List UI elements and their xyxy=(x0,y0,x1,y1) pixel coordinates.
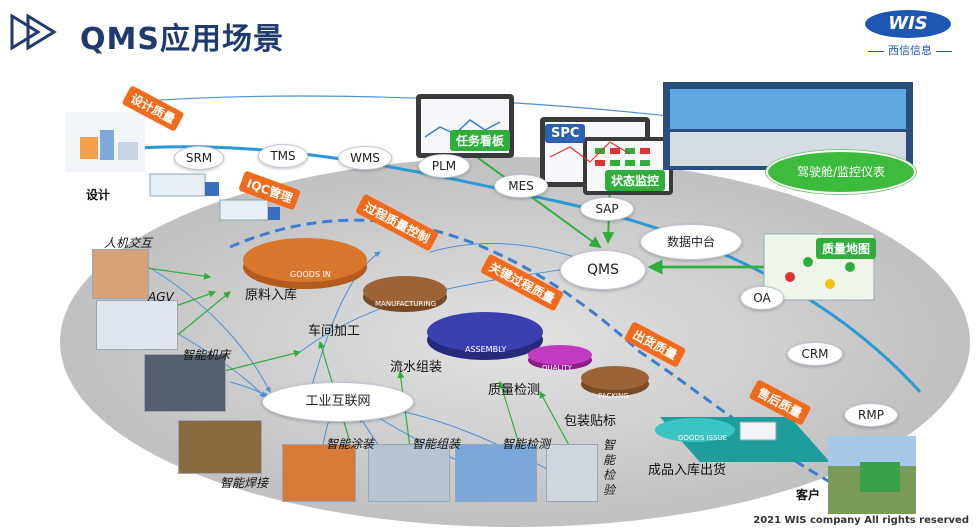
smart-assembly-image xyxy=(368,444,450,502)
tag-task-board: 任务看板 xyxy=(450,130,510,151)
oa-node: OA xyxy=(740,286,784,310)
logo-subtitle: 西信信息 xyxy=(855,42,965,58)
agv-image xyxy=(96,300,178,350)
label-smart-check: 智能检验 xyxy=(603,438,617,498)
smart-check-image xyxy=(546,444,598,502)
play-arrow-icon xyxy=(10,12,70,52)
smart-coating-image xyxy=(282,444,356,502)
footer-copyright: 2021 WIS company All rights reserved xyxy=(753,515,969,526)
rmp-node: RMP xyxy=(844,403,898,427)
wms-node: WMS xyxy=(338,146,392,170)
label-packing: 包装贴标 xyxy=(564,410,616,429)
logo-mark: WIS xyxy=(865,10,951,38)
label-assembly-line: 流水组装 xyxy=(390,356,442,375)
truck-2 xyxy=(220,200,268,220)
header: QMS应用场景 WIS 西信信息 xyxy=(0,0,979,62)
truck-1 xyxy=(150,174,205,196)
hmi-image xyxy=(92,249,149,299)
label-customer: 客户 xyxy=(796,486,820,503)
srm-node: SRM xyxy=(174,146,224,170)
tag-quality-map: 质量地图 xyxy=(816,238,876,259)
station-manufacturing: MANUFACTURING xyxy=(375,300,436,308)
sap-node: SAP xyxy=(580,197,634,221)
station-goods-issue: GOODS ISSUE xyxy=(678,434,727,442)
label-raw-in: 原料入库 xyxy=(245,284,297,303)
tms-node: TMS xyxy=(258,144,308,168)
label-smart-welding: 智能焊接 xyxy=(220,474,268,491)
qms-scene-diagram: SRM TMS WMS PLM MES SAP QMS 数据中台 OA CRM … xyxy=(0,62,979,528)
label-finished-goods: 成品入库出货 xyxy=(648,459,726,478)
label-quality-check: 质量检测 xyxy=(488,379,540,398)
smart-welding-image xyxy=(178,420,262,474)
label-smart-machine: 智能机床 xyxy=(182,346,230,363)
label-hmi: 人机交互 xyxy=(104,234,152,251)
label-smart-assembly: 智能组装 xyxy=(412,435,460,452)
truck-3 xyxy=(740,422,776,440)
tag-spc: SPC xyxy=(545,124,585,143)
label-agv: AGV xyxy=(148,290,174,304)
qms-node: QMS xyxy=(560,250,646,290)
plm-node: PLM xyxy=(418,154,470,178)
company-logo: WIS 西信信息 xyxy=(855,10,965,60)
station-goods-in: GOODS IN xyxy=(290,270,331,279)
data-center-node: 数据中台 xyxy=(640,224,742,260)
label-smart-inspection: 智能检测 xyxy=(502,435,550,452)
label-smart-coating: 智能涂装 xyxy=(326,435,374,452)
label-design: 设计 xyxy=(86,186,110,203)
page-title: QMS应用场景 xyxy=(80,14,284,58)
station-packing: PACKING xyxy=(598,392,629,400)
smart-inspection-image xyxy=(455,444,537,502)
station-quality: QUALITY xyxy=(542,364,572,372)
label-workshop: 车间加工 xyxy=(308,320,360,339)
crm-node: CRM xyxy=(787,342,843,366)
cockpit-node: 驾驶舱/监控仪表 xyxy=(766,150,916,194)
tag-status-monitor: 状态监控 xyxy=(605,170,665,191)
iiot-node: 工业互联网 xyxy=(262,382,414,422)
station-assembly: ASSEMBLY xyxy=(465,345,506,354)
mes-node: MES xyxy=(494,174,548,198)
